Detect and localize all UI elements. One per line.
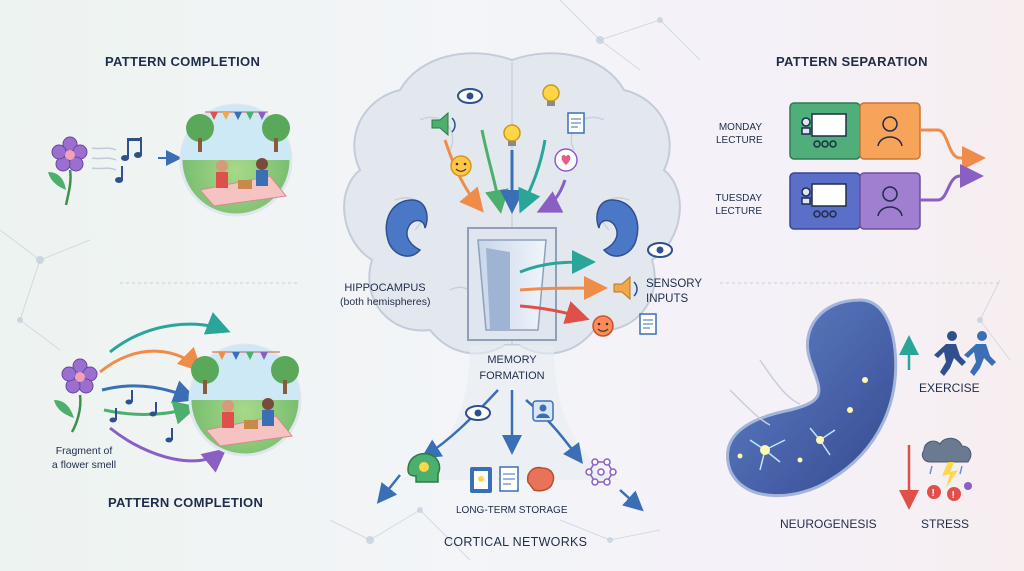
monday-lecture-label: MONDAY LECTURE — [716, 121, 763, 147]
tuesday-line1: TUESDAY — [715, 193, 763, 204]
sensory-inputs-line1: SENSORY — [646, 278, 703, 290]
pattern-completion-top-heading: PATTERN COMPLETION — [105, 54, 261, 69]
book-icon — [470, 467, 492, 493]
eye-icon — [647, 242, 673, 258]
speaker-icon — [613, 275, 638, 301]
picnic-scene-bottom — [188, 343, 302, 457]
flower-icon — [48, 136, 88, 206]
hippocampus-label-line2: (both hemispheres) — [340, 296, 431, 308]
heart-bubble-icon — [554, 148, 578, 172]
sensory-inputs-line2: INPUTS — [646, 293, 689, 305]
neurogenesis-shape — [726, 298, 898, 498]
eye-icon — [457, 88, 483, 104]
hippocampus-left — [385, 199, 428, 257]
document-icon — [567, 112, 585, 134]
fragment-line1: Fragment of — [55, 445, 113, 457]
sensory-inputs-label: SENSORY INPUTS — [646, 277, 702, 307]
head-icon — [407, 452, 441, 483]
speaker-icon — [431, 111, 456, 137]
cortical-networks-label: CORTICAL NETWORKS — [444, 535, 588, 549]
monday-line1: MONDAY — [718, 122, 762, 133]
doorway-icon — [467, 227, 557, 341]
hippocampus-right — [596, 199, 639, 257]
exercise-label: EXERCISE — [919, 381, 980, 395]
flower-icon — [54, 358, 98, 433]
memory-formation-line1: MEMORY — [487, 354, 537, 366]
pattern-completion-bottom-heading: PATTERN COMPLETION — [108, 495, 264, 510]
document-icon — [499, 466, 519, 492]
teacher-icon — [801, 183, 847, 218]
memory-formation-label: MEMORY FORMATION — [472, 352, 552, 384]
person-icon — [877, 116, 903, 147]
picnic-scene-top — [179, 103, 293, 217]
fragment-line2: a flower smell — [51, 459, 117, 471]
hippocampus-label: HIPPOCAMPUS (both hemispheres) — [340, 281, 430, 309]
svg-text:!: ! — [952, 490, 955, 501]
hippocampus-label-line1: HIPPOCAMPUS — [344, 282, 426, 294]
music-note-icon — [109, 390, 173, 443]
lightbulb-icon — [503, 124, 521, 146]
smiley-icon — [592, 315, 614, 337]
monday-line2: LECTURE — [716, 135, 763, 146]
neurogenesis-label: NEUROGENESIS — [780, 517, 877, 531]
fragment-label: Fragment of a flower smell — [42, 444, 126, 472]
person-icon — [532, 400, 554, 422]
person-icon — [877, 186, 903, 217]
pattern-separation-heading: PATTERN SEPARATION — [776, 54, 928, 69]
tuesday-line2: LECTURE — [715, 206, 762, 217]
tuesday-lecture-label: TUESDAY LECTURE — [712, 192, 762, 218]
smiley-icon — [450, 155, 472, 177]
eye-icon — [465, 405, 491, 421]
memory-formation-line2: FORMATION — [479, 370, 545, 382]
music-note-icon — [115, 137, 142, 183]
network-icon — [585, 458, 617, 486]
storm-cloud-icon: ! ! — [921, 437, 972, 501]
svg-text:!: ! — [932, 488, 935, 499]
stress-label: STRESS — [921, 517, 970, 531]
lightbulb-icon — [542, 84, 560, 106]
document-icon — [639, 313, 657, 335]
long-term-storage-label: LONG-TERM STORAGE — [456, 505, 568, 516]
brain-icon — [526, 466, 555, 492]
runner-icon — [934, 331, 996, 376]
teacher-icon — [801, 113, 847, 148]
